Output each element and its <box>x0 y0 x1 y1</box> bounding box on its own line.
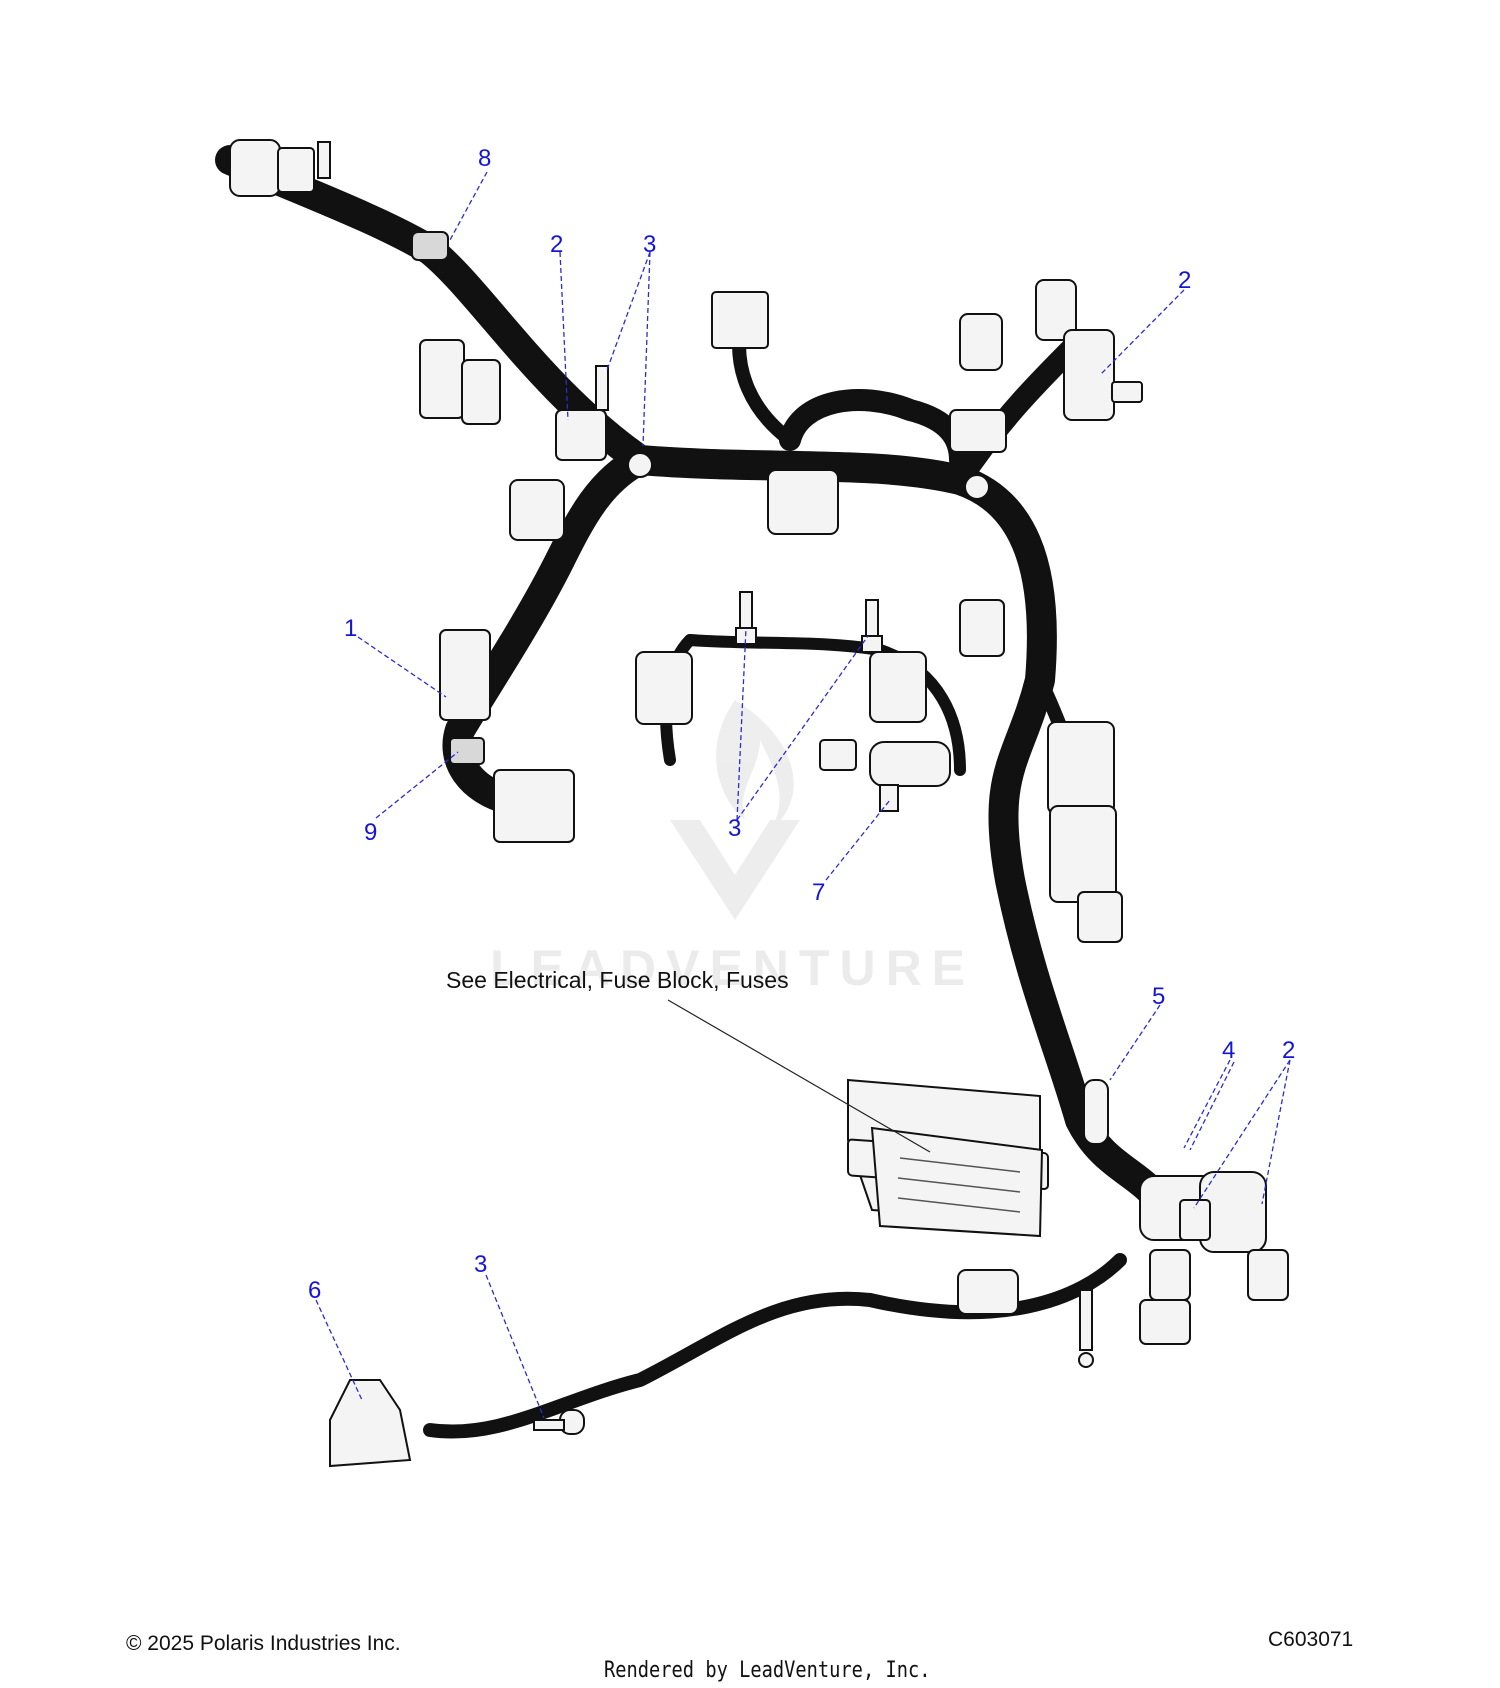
callout-8: 8 <box>478 145 491 172</box>
watermark: LEADVENTURE <box>490 700 975 996</box>
callout-6: 6 <box>308 1277 321 1304</box>
stud-icon <box>865 599 879 637</box>
connectors <box>229 139 1289 1468</box>
callout-3-bottom: 3 <box>474 1251 487 1278</box>
relay-icon <box>869 741 951 787</box>
connector-icon <box>949 409 1007 453</box>
tab-icon <box>1111 381 1143 403</box>
connector-icon <box>635 651 693 725</box>
grommet-icon <box>555 409 607 461</box>
connector-icon <box>767 469 839 535</box>
callout-2-top-right: 2 <box>1178 267 1191 294</box>
watermark-v-icon <box>670 820 800 920</box>
connector-icon <box>229 139 281 197</box>
boot-cover-icon <box>329 1379 412 1468</box>
clip-icon <box>449 737 485 765</box>
connector-icon <box>869 651 927 723</box>
callout-7: 7 <box>812 879 825 906</box>
ecu-connector-icon <box>1049 805 1117 903</box>
callout-5: 5 <box>1152 983 1165 1010</box>
main-harness-trunk <box>215 145 1165 1439</box>
rendered-by-text: Rendered by LeadVenture, Inc. <box>604 1658 931 1683</box>
connector-icon <box>959 313 1003 371</box>
sub-harness <box>635 591 966 812</box>
ring-terminal-icon <box>1079 1289 1093 1351</box>
connector-icon <box>419 339 465 419</box>
connector-icon <box>461 359 501 425</box>
watermark-text: LEADVENTURE <box>490 940 975 996</box>
connector-icon <box>1077 891 1123 943</box>
connector-icon <box>1063 329 1115 421</box>
leader-lines <box>315 171 1291 1419</box>
fastener-icon <box>627 452 653 478</box>
sensor-icon <box>1083 1079 1109 1145</box>
connector-icon <box>439 629 491 721</box>
stud-icon <box>739 591 753 629</box>
watermark-flame-icon <box>716 700 794 830</box>
callout-9: 9 <box>364 819 377 846</box>
callout-3-top: 3 <box>643 231 656 258</box>
callout-3-middle: 3 <box>728 815 741 842</box>
callout-2-bottom-right: 2 <box>1282 1037 1295 1064</box>
figure-id: C603071 <box>1268 1628 1354 1651</box>
fuse-block-note: See Electrical, Fuse Block, Fuses <box>446 967 789 993</box>
fuse-block-icon <box>847 1078 1049 1238</box>
connector-icon <box>1247 1249 1289 1301</box>
connector-icon <box>1035 279 1077 341</box>
ecu-connector-icon <box>1047 721 1115 815</box>
clip-icon <box>411 231 449 261</box>
callout-4: 4 <box>1222 1037 1235 1064</box>
connector-icon <box>711 291 769 349</box>
callout-2-top-left: 2 <box>550 231 563 258</box>
fuse-holder-icon <box>879 784 899 812</box>
connector-icon <box>493 769 575 843</box>
connector-icon <box>1149 1249 1191 1301</box>
stud-icon <box>595 365 609 411</box>
connector-icon <box>819 739 857 771</box>
connector-icon <box>509 479 565 541</box>
callout-1: 1 <box>344 615 357 642</box>
connector-icon <box>957 1269 1019 1315</box>
connector-icon <box>959 599 1005 657</box>
callouts: 8 2 3 2 1 9 3 7 5 4 2 6 3 <box>308 145 1295 1304</box>
copyright-text: © 2025 Polaris Industries Inc. <box>126 1632 401 1655</box>
fastener-icon <box>964 474 990 500</box>
connector-icon <box>1139 1299 1191 1345</box>
stud-icon <box>317 141 331 179</box>
